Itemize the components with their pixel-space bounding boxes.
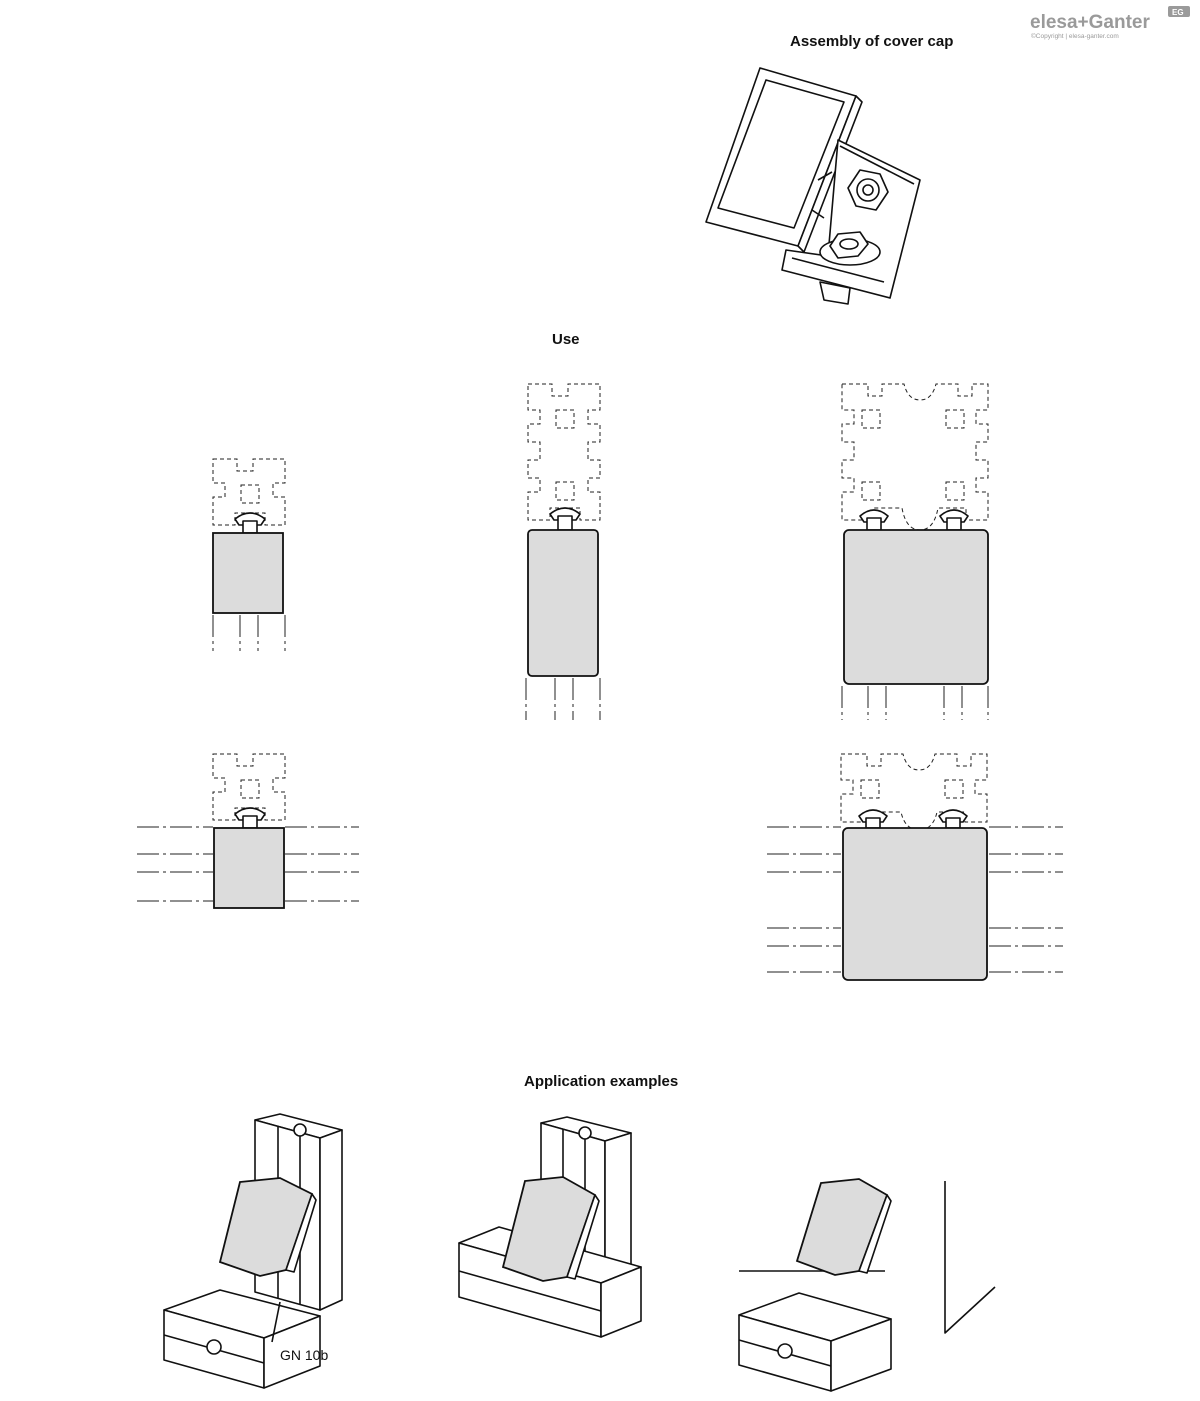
wall-block-outline [944, 1181, 996, 1334]
slot-nut [819, 281, 851, 305]
profile-outline-dashed [841, 383, 989, 531]
elesa-ganter-logo: elesa+Ganter ©Copyright | elesa-ganter.c… [1030, 6, 1190, 40]
use-heading: Use [552, 331, 580, 348]
logo-badge-text: EG [1172, 8, 1184, 17]
cover-cap-inner [717, 79, 845, 229]
use-diagram-double-vertical [525, 383, 601, 720]
bracket-cover-grey [842, 827, 988, 981]
logo-badge-icon [1168, 6, 1190, 17]
assembly-heading: Assembly of cover cap [790, 33, 954, 50]
application-example-2 [458, 1116, 642, 1338]
profile-outline-dashed [212, 753, 286, 821]
logo-wordmark: elesa+Ganter [1030, 12, 1150, 33]
bracket-cover-grey [527, 529, 599, 677]
application-heading: Application examples [524, 1073, 679, 1090]
application-example-1: GN 10b [163, 1113, 343, 1389]
use-diagram-single-vertical [212, 458, 286, 651]
use-diagram-single-horizontal [137, 753, 359, 909]
bracket-cover-grey [795, 1178, 889, 1276]
profile-outline-dashed [212, 458, 286, 526]
bracket-cover-grey [212, 532, 284, 614]
logo-copyright: ©Copyright | elesa-ganter.com [1031, 32, 1119, 40]
assembly-illustration [705, 67, 921, 305]
profile-callout-label: GN 10b [280, 1347, 328, 1363]
use-diagram-quad-vertical [841, 383, 989, 720]
profile-outline-dashed [527, 383, 601, 521]
application-example-3 [738, 1178, 996, 1392]
bracket-cover-grey [213, 827, 285, 909]
bracket-cover-grey [843, 529, 989, 685]
use-diagram-double-horizontal [767, 753, 1063, 981]
